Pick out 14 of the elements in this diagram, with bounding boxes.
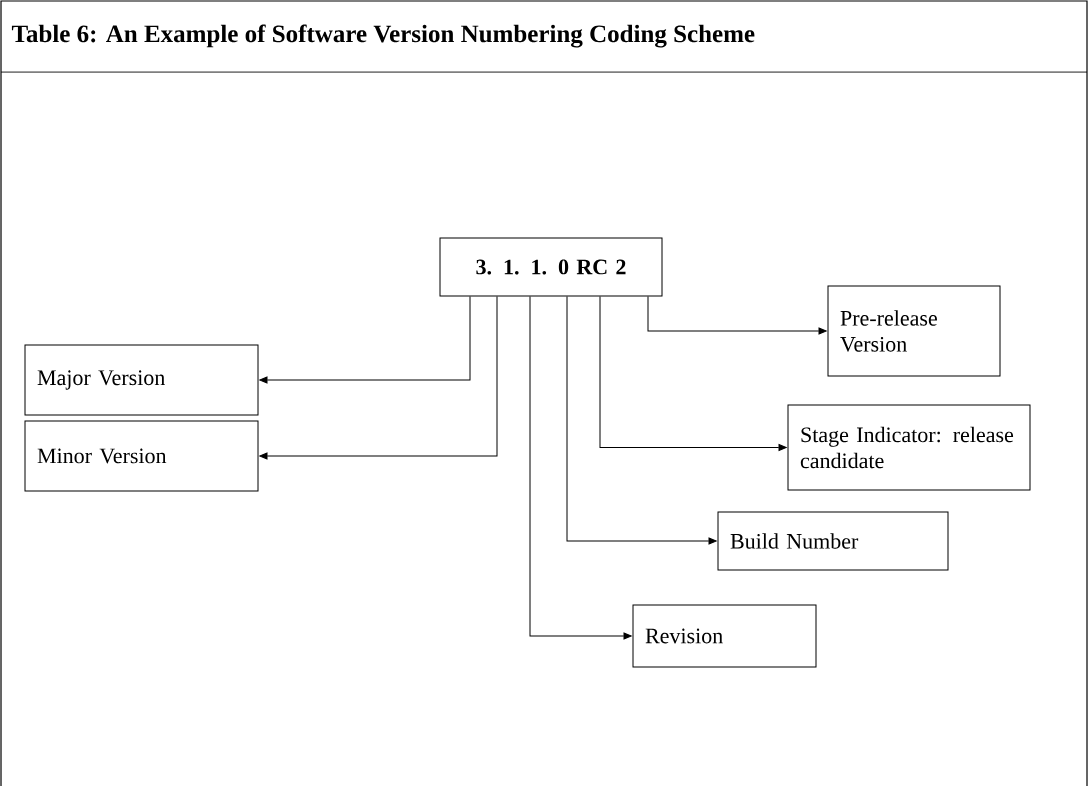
label-box: Stage Indicator: release candidate [787, 404, 1031, 491]
table-title: Table 6: An Example of Software Version Numbering Coding Scheme [11, 24, 755, 48]
connector-arrow [259, 296, 471, 384]
connector-arrow [647, 296, 827, 335]
label-box: Minor Version [24, 420, 259, 492]
connector-arrow [259, 296, 498, 460]
label-box: 3. 1. 1. 0 RC 2 [439, 237, 663, 297]
connector-arrow [529, 296, 632, 640]
connector-arrow [599, 296, 787, 451]
connector-arrow [566, 296, 717, 545]
label-box: Major Version [24, 344, 259, 416]
label-box: Revision [632, 604, 817, 668]
label-box: Build Number [717, 511, 949, 571]
label-box: Pre-release Version [827, 285, 1001, 377]
